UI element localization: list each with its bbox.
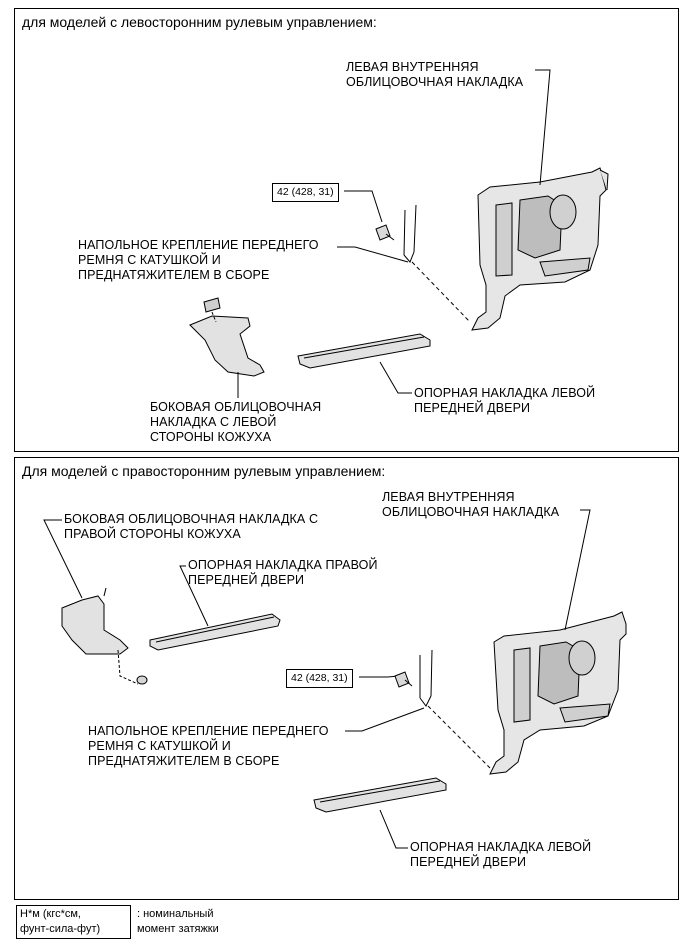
label-anchor-lhd: НАПОЛЬНОЕ КРЕПЛЕНИЕ ПЕРЕДНЕГО РЕМНЯ С КА… (78, 238, 319, 282)
torque-unit-legend: Н*м (кгс*см, фунт-сила-фут) (16, 905, 131, 939)
leader-inner-trim-lhd (535, 69, 551, 186)
inner-trim-panel-lhd (471, 167, 609, 331)
leader-torque-rhd (359, 675, 399, 678)
scuff-plate-left-rhd (313, 777, 447, 813)
label-inner-trim-lhd: ЛЕВАЯ ВНУТРЕННЯЯ ОБЛИЦОВОЧНАЯ НАКЛАДКА (346, 60, 524, 89)
lhd-heading: для моделей с левосторонним рулевым упра… (22, 14, 377, 30)
label-scuff-left-rhd: ОПОРНАЯ НАКЛАДКА ЛЕВОЙ ПЕРЕДНЕЙ ДВЕРИ (410, 840, 592, 869)
dashed-clip-line-rhd (117, 649, 139, 685)
scuff-plate-lhd (297, 333, 431, 369)
leader-cowl-rhd (43, 519, 83, 599)
cowl-side-trim-lhd (189, 297, 265, 377)
clip-rhd (136, 675, 148, 685)
leader-torque-lhd (344, 190, 383, 223)
torque-legend-description: : номинальный момент затяжки (137, 908, 219, 935)
label-scuff-right-rhd: ОПОРНАЯ НАКЛАДКА ПРАВОЙ ПЕРЕДНЕЙ ДВЕРИ (188, 558, 378, 587)
dashed-install-line-lhd (411, 261, 471, 323)
dashed-install-line-rhd (427, 705, 491, 769)
bolt-lhd (375, 224, 395, 241)
belt-strap-rhd (419, 649, 433, 707)
leader-scuff-right-rhd (179, 565, 209, 627)
label-inner-trim-rhd: ЛЕВАЯ ВНУТРЕННЯЯ ОБЛИЦОВОЧНАЯ НАКЛАДКА (382, 490, 560, 519)
rhd-heading: Для моделей с правосторонним рулевым упр… (22, 463, 386, 479)
belt-strap-lhd (403, 204, 417, 263)
inner-trim-panel-rhd (489, 611, 627, 775)
leader-inner-trim-rhd (564, 509, 591, 631)
cowl-side-trim-rhd (61, 587, 129, 655)
label-cowl-rhd: БОКОВАЯ ОБЛИЦОВОЧНАЯ НАКЛАДКА С ПРАВОЙ С… (64, 512, 319, 541)
torque-value-lhd: 42 (428, 31) (272, 183, 339, 202)
leader-scuff-left-rhd (379, 809, 408, 849)
scuff-plate-rhd (149, 613, 281, 651)
leader-anchor-lhd (337, 246, 409, 263)
label-scuff-lhd: ОПОРНАЯ НАКЛАДКА ЛЕВОЙ ПЕРЕДНЕЙ ДВЕРИ (414, 386, 596, 415)
label-anchor-rhd: НАПОЛЬНОЕ КРЕПЛЕНИЕ ПЕРЕДНЕГО РЕМНЯ С КА… (88, 724, 329, 768)
bolt-rhd (394, 671, 413, 688)
label-cowl-lhd: БОКОВАЯ ОБЛИЦОВОЧНАЯ НАКЛАДКА С ЛЕВОЙ СТ… (150, 400, 322, 444)
torque-value-rhd: 42 (428, 31) (286, 669, 353, 688)
leader-scuff-lhd (379, 361, 412, 394)
leader-anchor-rhd (345, 707, 425, 732)
